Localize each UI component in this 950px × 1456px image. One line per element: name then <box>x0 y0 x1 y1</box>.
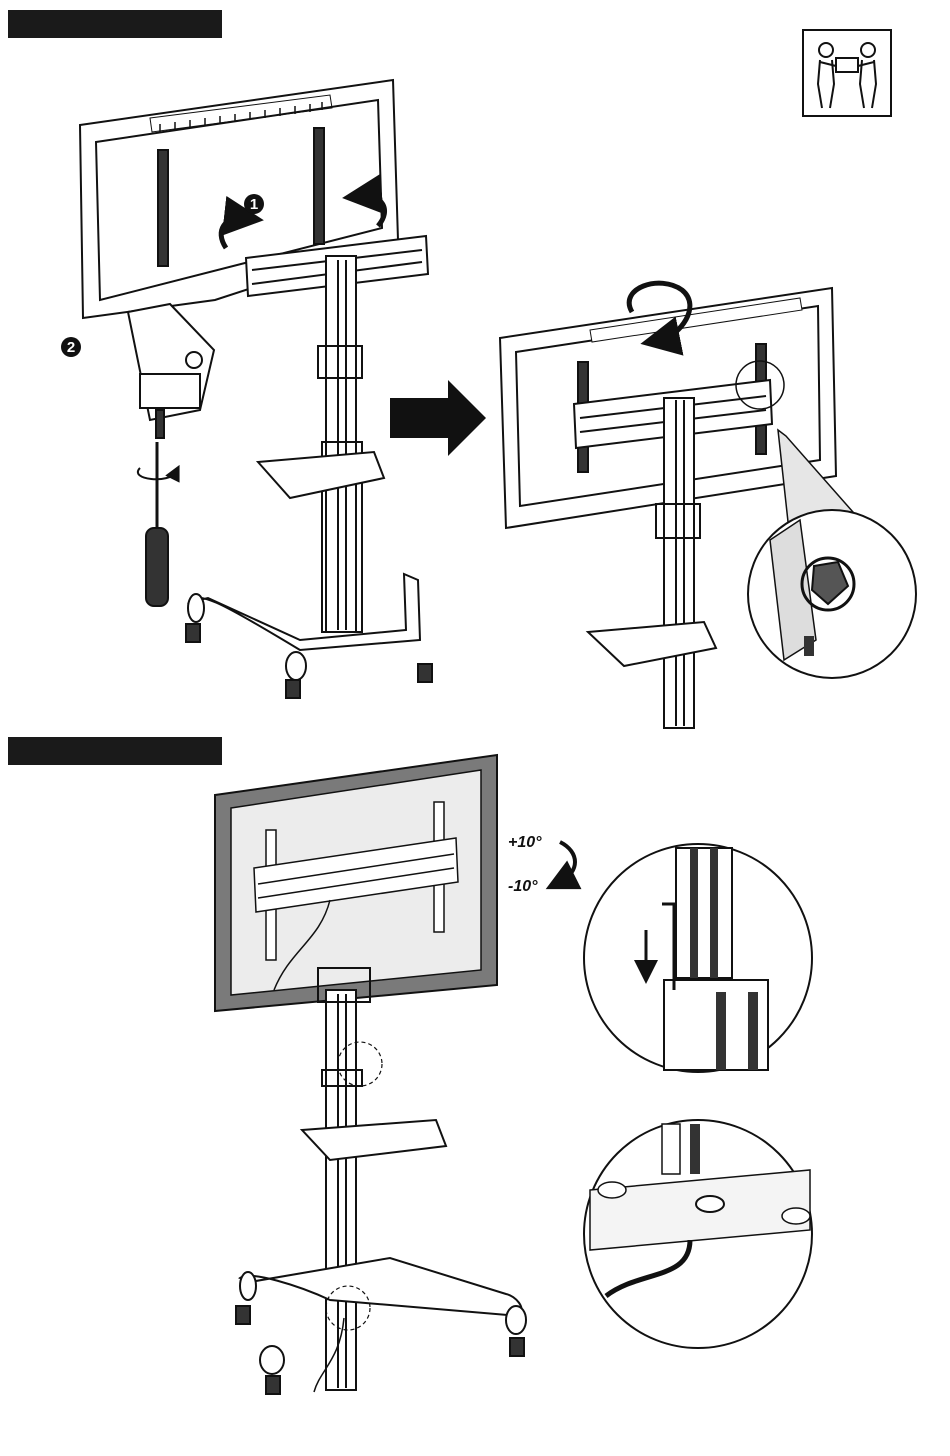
tilt-down-label: -10° <box>508 878 538 896</box>
cable-hole-detail-inset <box>584 1120 812 1348</box>
pole-detail-inset <box>584 844 812 1072</box>
tilt-up-label: +10° <box>508 834 542 852</box>
stand-base <box>186 574 432 698</box>
two-person-lift-icon <box>803 30 891 116</box>
bracket-clamp <box>128 304 214 438</box>
stand-pole <box>318 256 362 632</box>
stand-shelf <box>588 622 716 666</box>
knob-detail-inset <box>748 510 916 678</box>
stand-shelf <box>258 452 384 498</box>
svg-text:2: 2 <box>67 339 75 356</box>
screwdriver-icon <box>146 442 168 606</box>
stand-base-front <box>236 1258 526 1394</box>
svg-text:1: 1 <box>250 196 258 213</box>
step-1-badge: 1 <box>244 194 264 214</box>
step-2-badge: 2 <box>61 337 81 357</box>
tv-front-screen <box>215 755 497 1011</box>
tilt-arrow-icon <box>560 842 575 882</box>
stand-pole-front <box>318 968 370 1390</box>
stand-shelf <box>302 1120 446 1160</box>
right-arrow-icon <box>390 380 486 456</box>
